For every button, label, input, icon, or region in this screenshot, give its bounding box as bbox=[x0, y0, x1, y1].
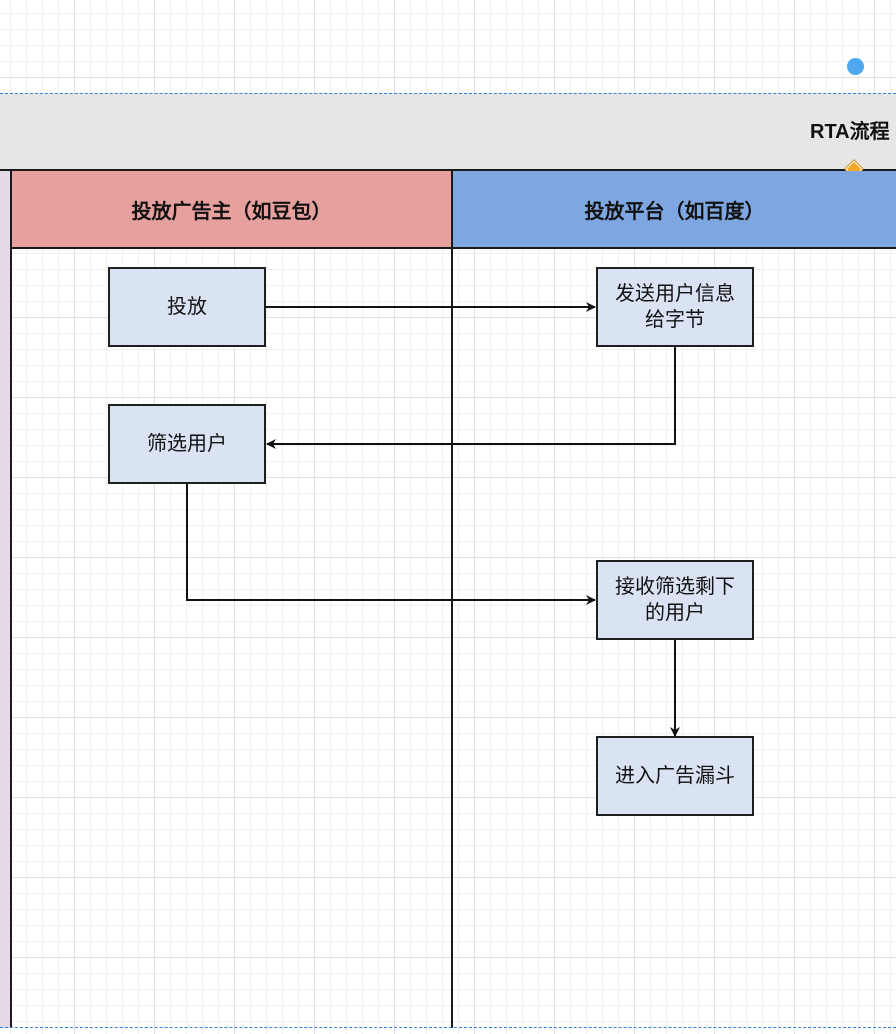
lane-label: 投放广告主（如豆包） bbox=[131, 200, 332, 223]
lane-body-advertiser[interactable] bbox=[12, 249, 453, 1028]
node-label: 投放 bbox=[167, 296, 207, 318]
lane-header-platform[interactable]: 投放平台（如百度） bbox=[453, 171, 896, 249]
node-deliver[interactable]: 投放 bbox=[108, 267, 266, 347]
edge-filter-to-receive[interactable] bbox=[186, 483, 596, 605]
node-label: 接收筛选剩下 的用户 bbox=[615, 576, 735, 624]
edge-send-to-filter[interactable] bbox=[266, 346, 676, 449]
node-send-user-info[interactable]: 发送用户信息 给字节 bbox=[596, 267, 754, 347]
node-enter-ad-funnel[interactable]: 进入广告漏斗 bbox=[596, 736, 754, 816]
node-label: 筛选用户 bbox=[147, 433, 227, 455]
lane-label: 投放平台（如百度） bbox=[584, 200, 765, 223]
pool-header[interactable]: RTA流程 bbox=[0, 93, 896, 171]
node-receive-filtered-users[interactable]: 接收筛选剩下 的用户 bbox=[596, 560, 754, 640]
pool-side-strip bbox=[0, 171, 12, 1028]
lane-header-advertiser[interactable]: 投放广告主（如豆包） bbox=[12, 171, 453, 249]
connection-point-dot[interactable] bbox=[847, 58, 864, 75]
node-label: 发送用户信息 给字节 bbox=[615, 283, 735, 331]
pool-title: RTA流程 bbox=[810, 121, 890, 143]
node-label: 进入广告漏斗 bbox=[615, 765, 735, 787]
node-filter-users[interactable]: 筛选用户 bbox=[108, 404, 266, 484]
pool-bottom-border bbox=[0, 1027, 896, 1028]
